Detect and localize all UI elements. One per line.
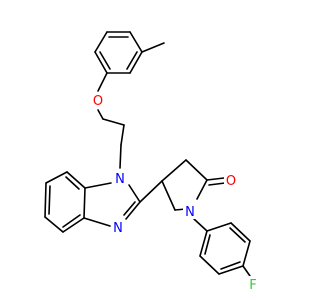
carbonyl-bond-a xyxy=(206,177,225,181)
oxygen-to-chain-bond xyxy=(97,109,104,120)
benzo-ring xyxy=(44,171,86,233)
ring-to-oxygen-bond xyxy=(97,72,108,92)
carbonyl-bond-b xyxy=(208,182,226,186)
fluorine-label: F xyxy=(249,278,256,293)
fluorophenyl-ring xyxy=(199,222,251,275)
propyl-to-nitrogen-bond xyxy=(119,144,122,169)
imidazole-ring xyxy=(83,182,141,227)
ether-oxygen-label: O xyxy=(93,94,103,109)
molecule-svg: O N N N O F xyxy=(44,31,257,293)
propyl-bond-2 xyxy=(120,124,125,146)
carbonyl-oxygen-label: O xyxy=(226,174,236,189)
methyl-bond xyxy=(141,42,165,53)
lactam-nitrogen-label: N xyxy=(185,205,195,220)
propyl-bond-1 xyxy=(102,118,125,126)
nitrogen-to-aryl-bond xyxy=(193,218,208,232)
pyrrolidinone-ring xyxy=(161,159,208,211)
benzimidazole-n1-label: N xyxy=(115,172,125,187)
molecule-structure-diagram: O N N N O F xyxy=(44,31,257,293)
benzimidazole-to-pyrrolidinone-bond xyxy=(139,180,163,203)
tolyl-ring xyxy=(94,31,143,74)
carbon-fluorine-bond xyxy=(242,265,251,277)
benzimidazole-n3-label: N xyxy=(113,221,123,236)
